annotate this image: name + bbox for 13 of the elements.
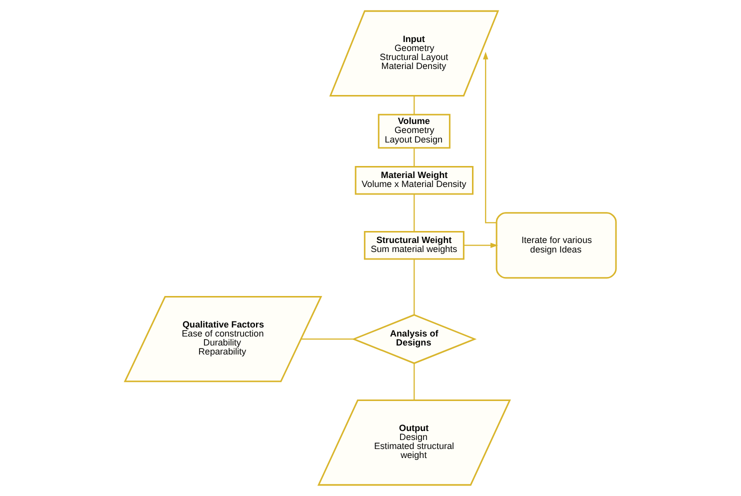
- node-diamond: Analysis of Designs: [352, 314, 477, 364]
- connector: [414, 96, 415, 114]
- node-box: Material Weight Volume x Material Density: [354, 166, 474, 195]
- connector: [414, 194, 415, 232]
- connector: [414, 258, 415, 315]
- arrow: [464, 242, 498, 248]
- node-box: Iterate for various design Ideas: [496, 212, 617, 279]
- connector: [414, 148, 415, 167]
- node-box: Structural Weight Sum material weights: [364, 231, 464, 260]
- arrow: [482, 52, 496, 224]
- connector: [301, 338, 354, 340]
- node-box: Volume Geometry Layout Design: [378, 114, 450, 149]
- connector: [414, 363, 415, 400]
